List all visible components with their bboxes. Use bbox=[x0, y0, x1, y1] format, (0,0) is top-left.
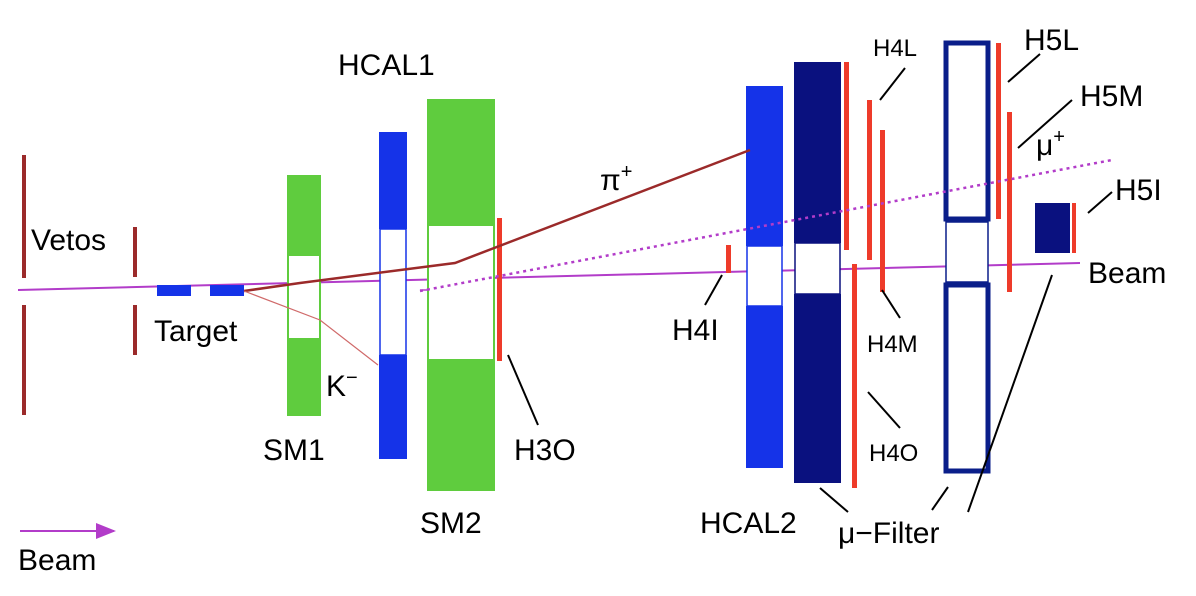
sm1-gap bbox=[287, 254, 321, 340]
beam-line bbox=[17, 262, 1081, 291]
h4m-leader bbox=[881, 289, 901, 319]
pion-superscript: + bbox=[621, 161, 633, 183]
h4i-leader bbox=[704, 274, 723, 306]
h5l-label: H5L bbox=[1024, 24, 1079, 57]
hcal2-label: HCAL2 bbox=[700, 507, 797, 540]
sm1-label: SM1 bbox=[263, 434, 325, 467]
h5m-leader bbox=[1017, 99, 1073, 149]
hcal2-side-bar bbox=[844, 62, 849, 250]
mu-filter-leader-2 bbox=[967, 274, 1053, 513]
h5m-hodoscope bbox=[1007, 112, 1012, 292]
target-block-1 bbox=[157, 285, 191, 296]
sm2-label: SM2 bbox=[420, 507, 482, 540]
h5i-leader bbox=[1087, 191, 1113, 214]
h4o-hodoscope bbox=[852, 264, 857, 488]
muon-track bbox=[419, 158, 1113, 293]
h4i-hodoscope bbox=[726, 245, 731, 273]
kaon-track bbox=[243, 290, 379, 366]
mu-filter-upper bbox=[943, 40, 991, 222]
beam-legend-label: Beam bbox=[18, 544, 96, 577]
h4i-label: H4I bbox=[672, 314, 719, 347]
target-label: Target bbox=[154, 315, 238, 348]
h4o-label: H4O bbox=[869, 440, 918, 467]
hcal2-dark-upper bbox=[794, 62, 841, 243]
muon-symbol: μ bbox=[1036, 129, 1053, 162]
vetos-label: Vetos bbox=[31, 224, 106, 257]
pion-symbol: π bbox=[600, 164, 621, 197]
veto-left-lower bbox=[22, 305, 26, 415]
mu-filter-lower bbox=[943, 282, 991, 474]
sm2-lower bbox=[427, 360, 495, 491]
h3o-label: H3O bbox=[514, 434, 576, 467]
sm1-upper bbox=[287, 175, 321, 255]
h4m-label: H4M bbox=[867, 331, 918, 358]
beam-right-label: Beam bbox=[1088, 257, 1166, 290]
h5l-leader bbox=[1007, 53, 1041, 83]
hcal2-light-upper bbox=[746, 86, 783, 246]
pion-label: π+ bbox=[600, 161, 632, 197]
sm2-gap bbox=[427, 224, 495, 361]
mu-filter-leader-1 bbox=[931, 486, 949, 511]
hcal2-light-gap bbox=[746, 245, 783, 307]
hcal2-leader bbox=[819, 487, 849, 513]
kaon-superscript: − bbox=[346, 367, 358, 389]
hcal2-dark-gap bbox=[794, 242, 841, 295]
pion-track bbox=[243, 148, 751, 293]
h4l-hodoscope bbox=[867, 100, 872, 260]
mu-filter-gap bbox=[945, 221, 989, 283]
h5i-hodoscope bbox=[1072, 203, 1076, 253]
muon-superscript: + bbox=[1053, 126, 1065, 148]
sm1-lower bbox=[287, 339, 321, 416]
target-block-2 bbox=[210, 285, 244, 296]
kaon-label: K− bbox=[326, 367, 358, 403]
h5i-label: H5I bbox=[1115, 174, 1162, 207]
h5m-label: H5M bbox=[1080, 80, 1143, 113]
kaon-symbol: K bbox=[326, 370, 346, 403]
muon-label: μ+ bbox=[1036, 126, 1065, 162]
h3o-hodoscope bbox=[497, 218, 502, 361]
veto-right-lower bbox=[133, 305, 137, 355]
veto-right-upper bbox=[133, 227, 137, 277]
h4o-leader bbox=[867, 391, 901, 429]
h4l-label: H4L bbox=[873, 35, 917, 62]
h4l-leader bbox=[879, 67, 906, 101]
h4m-hodoscope bbox=[880, 130, 885, 292]
hcal1-lower bbox=[379, 355, 407, 459]
hcal1-upper bbox=[379, 132, 407, 229]
hcal1-label: HCAL1 bbox=[338, 49, 435, 82]
mu-filter-label: μ−Filter bbox=[838, 517, 939, 550]
hcal1-gap bbox=[379, 228, 407, 356]
h3o-leader bbox=[507, 354, 539, 426]
veto-left-upper bbox=[22, 155, 26, 278]
hcal2-dark-lower bbox=[794, 294, 841, 483]
sm2-upper bbox=[427, 99, 495, 225]
hcal2-light-lower bbox=[746, 306, 783, 468]
h5l-hodoscope bbox=[996, 43, 1001, 219]
h5i-block bbox=[1035, 203, 1070, 253]
